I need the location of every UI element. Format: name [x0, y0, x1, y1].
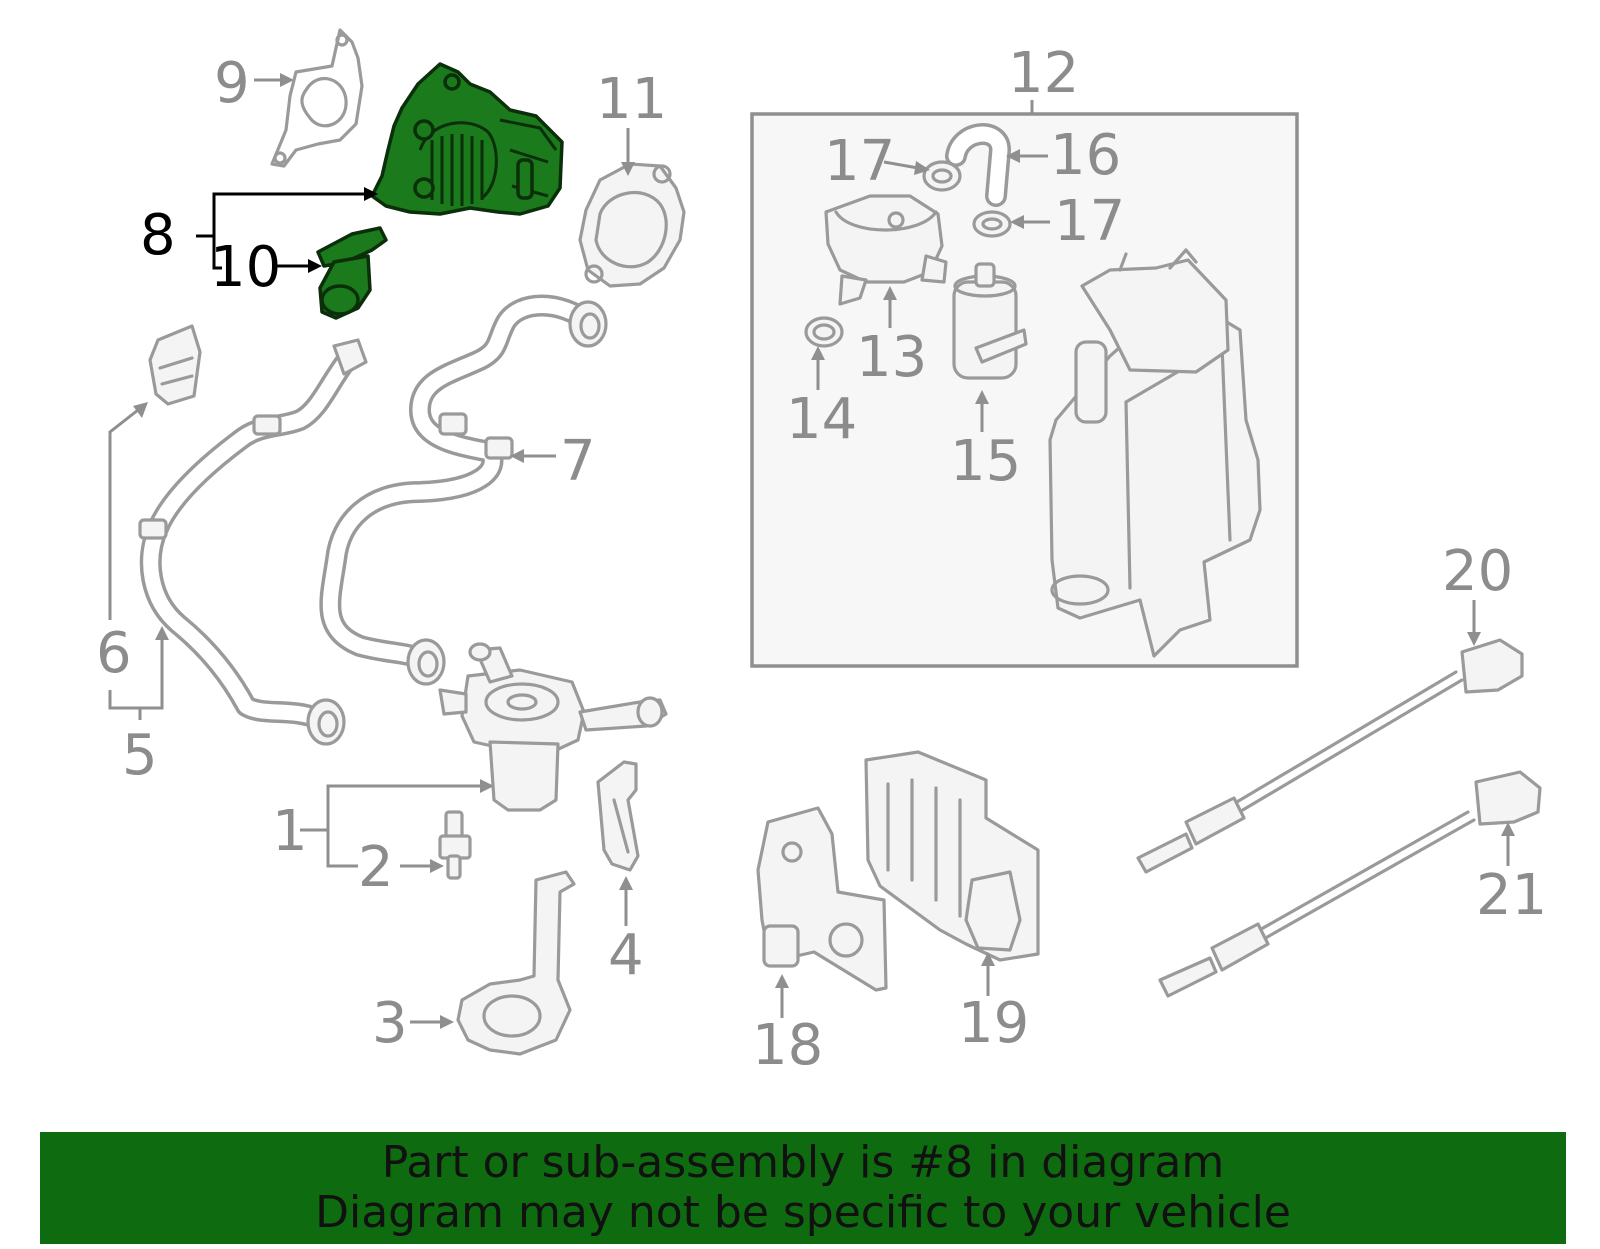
- leader-17-upper: [883, 160, 930, 175]
- part-16-hose: [945, 123, 1011, 207]
- part-2-fitting: [438, 810, 472, 880]
- callout-14: 14: [786, 387, 857, 452]
- callout-18: 18: [752, 1013, 823, 1078]
- leader-2: [400, 859, 444, 873]
- leader-11: [621, 128, 635, 176]
- callout-11: 11: [596, 67, 667, 132]
- callout-17-upper: 17: [824, 129, 895, 194]
- callout-13: 13: [856, 325, 927, 390]
- part-8-highlighted-assembly: [370, 62, 564, 216]
- part-10-highlighted-sensor: [316, 226, 388, 320]
- leader-19: [981, 952, 995, 996]
- callout-15: 15: [950, 429, 1021, 494]
- part-6-connector: [148, 324, 202, 406]
- leader-20: [1467, 600, 1481, 646]
- part-5-hose: [138, 338, 368, 746]
- leader-18: [775, 974, 789, 1018]
- part-11-flange: [578, 162, 686, 288]
- part-13-purge-valve: [824, 194, 948, 306]
- leader-1: [300, 779, 494, 868]
- leader-21: [1501, 822, 1515, 866]
- leader-9: [254, 73, 294, 87]
- banner-line-2: Diagram may not be specific to your vehi…: [315, 1187, 1291, 1238]
- callout-16: 16: [1050, 123, 1121, 188]
- callout-19: 19: [958, 991, 1029, 1056]
- callout-12: 12: [1008, 41, 1079, 106]
- leader-5: [108, 626, 169, 720]
- callout-20: 20: [1442, 539, 1513, 604]
- leader-13: [883, 286, 897, 328]
- callout-4: 4: [608, 923, 644, 988]
- leader-14: [811, 346, 825, 390]
- callout-21: 21: [1476, 863, 1547, 928]
- callout-5: 5: [122, 723, 158, 788]
- callout-8: 8: [140, 203, 176, 268]
- part-15-filter: [952, 262, 1028, 380]
- callout-10: 10: [210, 235, 281, 300]
- part-17-clamp-upper: [922, 160, 962, 192]
- leader-17-lower: [1010, 215, 1050, 229]
- leader-7: [510, 449, 556, 463]
- part-18-bracket: [756, 806, 888, 992]
- callout-9: 9: [214, 51, 250, 116]
- banner-line-1: Part or sub-assembly is #8 in diagram: [381, 1137, 1225, 1188]
- info-banner: Part or sub-assembly is #8 in diagram Di…: [40, 1132, 1566, 1244]
- leader-8: [196, 187, 378, 273]
- leader-15: [975, 390, 989, 432]
- canister: [1048, 248, 1262, 658]
- part-7-hose: [319, 294, 608, 686]
- callout-3: 3: [372, 991, 408, 1056]
- part-14-ring: [804, 316, 844, 348]
- callout-7: 7: [560, 429, 596, 494]
- part-21-o2-sensor: [1158, 770, 1542, 998]
- callout-2: 2: [358, 835, 394, 900]
- callout-1: 1: [272, 799, 308, 864]
- part-3-bracket: [456, 870, 576, 1056]
- callout-17-lower: 17: [1054, 189, 1125, 254]
- leader-6: [108, 402, 148, 620]
- part-4-bracket: [596, 760, 640, 872]
- part-9-gasket: [270, 28, 364, 168]
- part-1-pump: [438, 642, 668, 812]
- part-20-o2-sensor: [1136, 638, 1524, 874]
- callout-6: 6: [96, 621, 132, 686]
- leader-3: [410, 1015, 454, 1029]
- leader-16: [1006, 149, 1048, 163]
- part-17-clamp-lower: [972, 210, 1012, 238]
- leader-4: [619, 876, 633, 926]
- part-19-bracket: [864, 750, 1040, 962]
